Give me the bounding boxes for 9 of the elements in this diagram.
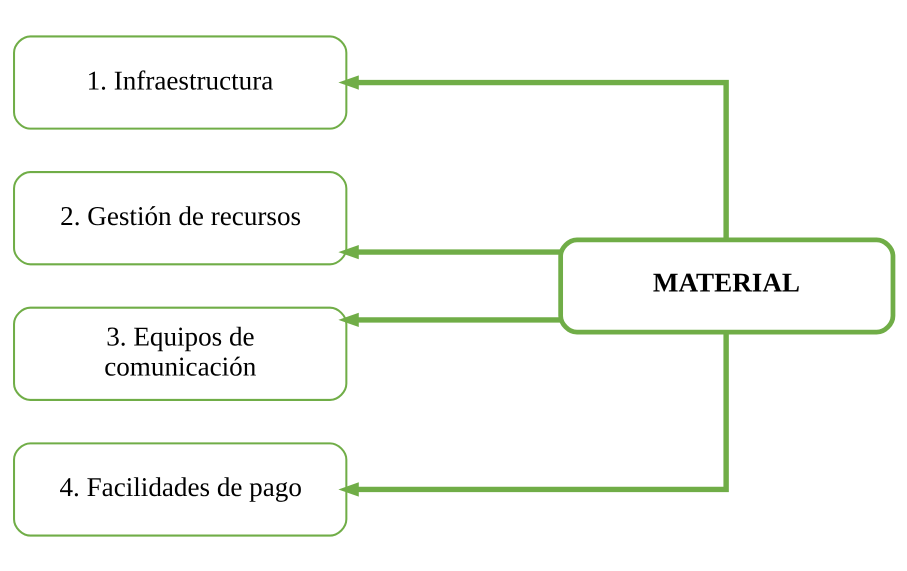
node-box: 3. Equipos de comunicación bbox=[13, 306, 348, 400]
node-box: 1. Infraestructura bbox=[13, 34, 348, 130]
arrow bbox=[338, 244, 561, 259]
node-box: 2. Gestión de recursos bbox=[13, 170, 348, 265]
node-box: MATERIAL bbox=[558, 237, 896, 334]
arrow bbox=[338, 332, 729, 496]
arrow bbox=[338, 312, 561, 327]
node-box: 4. Facilidades de pago bbox=[13, 442, 348, 536]
arrow bbox=[338, 74, 729, 240]
